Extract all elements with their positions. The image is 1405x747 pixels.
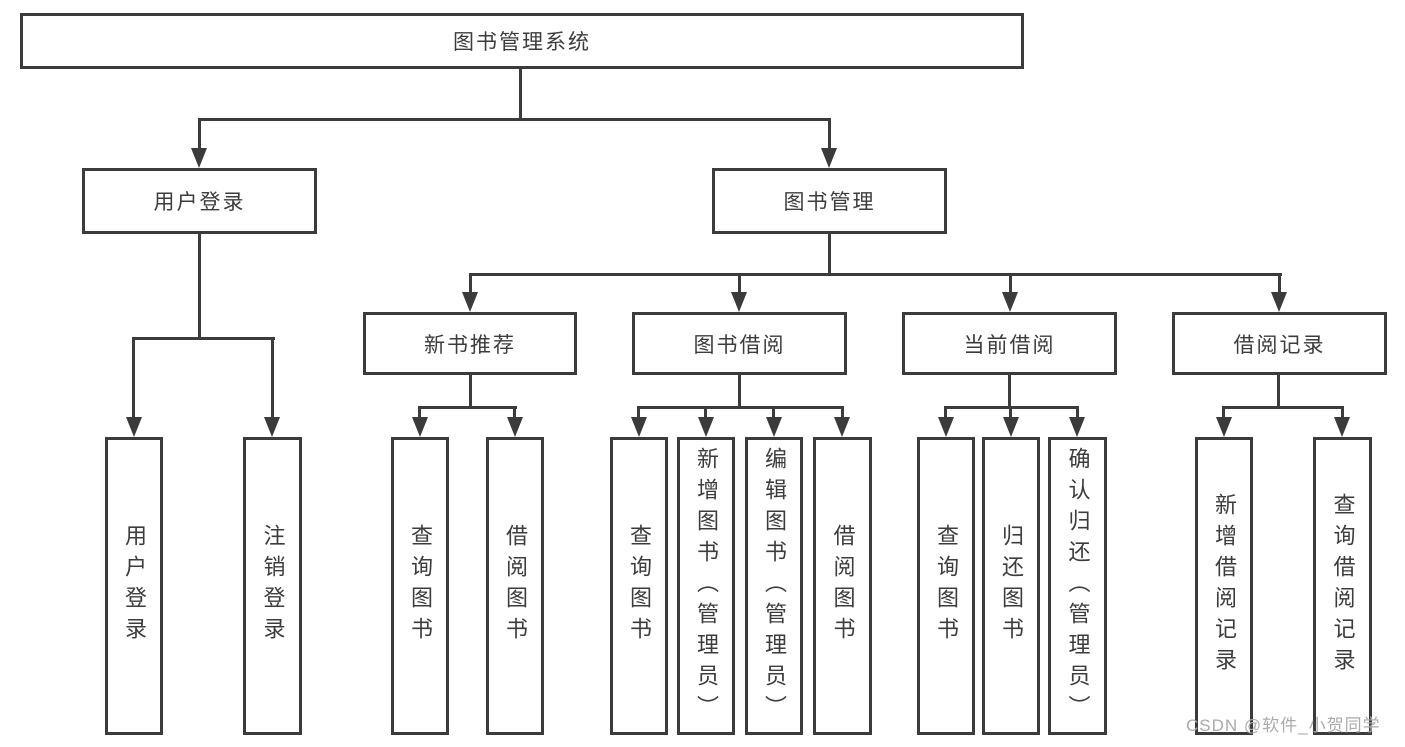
connector-line xyxy=(418,406,517,409)
leaf-add-books-admin: 新增图书（管理员） xyxy=(677,437,735,735)
connector-line xyxy=(519,69,522,121)
leaf-add-books-admin-label: 新增图书（管理员） xyxy=(694,446,719,726)
arrow-down-icon xyxy=(1271,292,1287,312)
arrow-down-icon xyxy=(507,417,523,437)
leaf-query-books-2: 查询图书 xyxy=(610,437,668,735)
connector-line xyxy=(738,276,741,293)
arrow-down-icon xyxy=(766,417,782,437)
leaf-query-books-1: 查询图书 xyxy=(391,437,449,735)
leaf-add-borrow-record-label: 新增借阅记录 xyxy=(1212,493,1237,679)
node-new-book-recommend-label: 新书推荐 xyxy=(424,333,516,357)
leaf-user-login: 用户登录 xyxy=(105,437,163,735)
connector-line xyxy=(271,340,274,417)
connector-line xyxy=(469,375,472,406)
leaf-borrow-books-2: 借阅图书 xyxy=(813,437,872,735)
arrow-down-icon xyxy=(191,148,207,168)
arrow-down-icon xyxy=(412,417,428,437)
arrow-down-icon xyxy=(462,292,478,312)
arrow-down-icon xyxy=(1334,417,1350,437)
arrow-down-icon xyxy=(1003,417,1019,437)
connector-line xyxy=(828,234,831,273)
arrow-down-icon xyxy=(731,292,747,312)
leaf-logout-label: 注销登录 xyxy=(260,524,286,648)
connector-line xyxy=(1222,406,1344,409)
connector-line xyxy=(637,406,844,409)
connector-line xyxy=(418,409,421,417)
leaf-edit-books-admin-label: 编辑图书（管理员） xyxy=(762,446,787,726)
node-book-borrowing-label: 图书借阅 xyxy=(693,333,786,357)
leaf-confirm-return-admin-label: 确认归还（管理员） xyxy=(1065,446,1091,726)
arrow-down-icon xyxy=(1002,292,1018,312)
connector-line xyxy=(132,340,135,417)
connector-line xyxy=(944,406,1079,409)
leaf-return-books: 归还图书 xyxy=(982,437,1040,735)
leaf-query-borrow-record: 查询借阅记录 xyxy=(1313,437,1372,735)
csdn-watermark: CSDN @软件_小贺同学 xyxy=(1186,716,1381,735)
connector-line xyxy=(1009,409,1012,417)
connector-line xyxy=(1278,276,1281,293)
connector-line xyxy=(738,375,741,406)
connector-line xyxy=(841,409,844,417)
connector-line xyxy=(1008,375,1011,406)
node-new-book-recommend: 新书推荐 xyxy=(363,312,577,375)
connector-line xyxy=(772,409,775,417)
node-borrow-records-label: 借阅记录 xyxy=(1233,333,1326,357)
node-root-label: 图书管理系统 xyxy=(453,31,591,54)
leaf-add-borrow-record: 新增借阅记录 xyxy=(1195,437,1253,735)
node-book-management: 图书管理 xyxy=(712,168,947,234)
connector-line xyxy=(1009,276,1012,293)
connector-line xyxy=(637,409,640,417)
node-current-borrowing: 当前借阅 xyxy=(902,312,1117,375)
node-user-login: 用户登录 xyxy=(82,168,317,234)
arrow-down-icon xyxy=(1069,417,1085,437)
leaf-logout: 注销登录 xyxy=(243,437,302,735)
arrow-down-icon xyxy=(698,417,714,437)
connector-line xyxy=(944,409,947,417)
leaf-query-books-3-label: 查询图书 xyxy=(934,524,959,648)
arrow-down-icon xyxy=(264,417,280,437)
node-root: 图书管理系统 xyxy=(20,13,1024,69)
arrow-down-icon xyxy=(126,417,142,437)
connector-line xyxy=(1076,409,1079,417)
connector-line xyxy=(469,273,1282,276)
connector-line xyxy=(1222,409,1225,417)
connector-line xyxy=(513,409,516,417)
connector-line xyxy=(469,276,472,293)
arrow-down-icon xyxy=(938,417,954,437)
node-borrow-records: 借阅记录 xyxy=(1172,312,1387,375)
connector-line xyxy=(1277,375,1280,406)
connector-line xyxy=(828,121,831,149)
connector-line xyxy=(198,121,201,149)
leaf-confirm-return-admin: 确认归还（管理员） xyxy=(1048,437,1107,735)
node-current-borrowing-label: 当前借阅 xyxy=(963,333,1056,357)
leaf-user-login-label: 用户登录 xyxy=(122,524,147,648)
leaf-return-books-label: 归还图书 xyxy=(999,524,1024,648)
node-book-management-label: 图书管理 xyxy=(783,191,876,214)
node-user-login-label: 用户登录 xyxy=(153,191,246,214)
connector-line xyxy=(704,409,707,417)
arrow-down-icon xyxy=(631,417,647,437)
arrow-down-icon xyxy=(834,417,850,437)
leaf-query-books-3: 查询图书 xyxy=(917,437,975,735)
connector-line xyxy=(132,337,275,340)
leaf-edit-books-admin: 编辑图书（管理员） xyxy=(745,437,803,735)
connector-line xyxy=(198,234,201,337)
connector-line xyxy=(198,118,831,121)
leaf-borrow-books-1-label: 借阅图书 xyxy=(503,524,528,648)
leaf-query-books-2-label: 查询图书 xyxy=(627,524,652,648)
leaf-borrow-books-1: 借阅图书 xyxy=(486,437,544,735)
arrow-down-icon xyxy=(1216,417,1232,437)
connector-line xyxy=(1341,409,1344,417)
arrow-down-icon xyxy=(821,148,837,168)
leaf-query-borrow-record-label: 查询借阅记录 xyxy=(1330,493,1356,679)
leaf-borrow-books-2-label: 借阅图书 xyxy=(830,524,856,648)
leaf-query-books-1-label: 查询图书 xyxy=(408,524,433,648)
node-book-borrowing: 图书借阅 xyxy=(632,312,847,375)
